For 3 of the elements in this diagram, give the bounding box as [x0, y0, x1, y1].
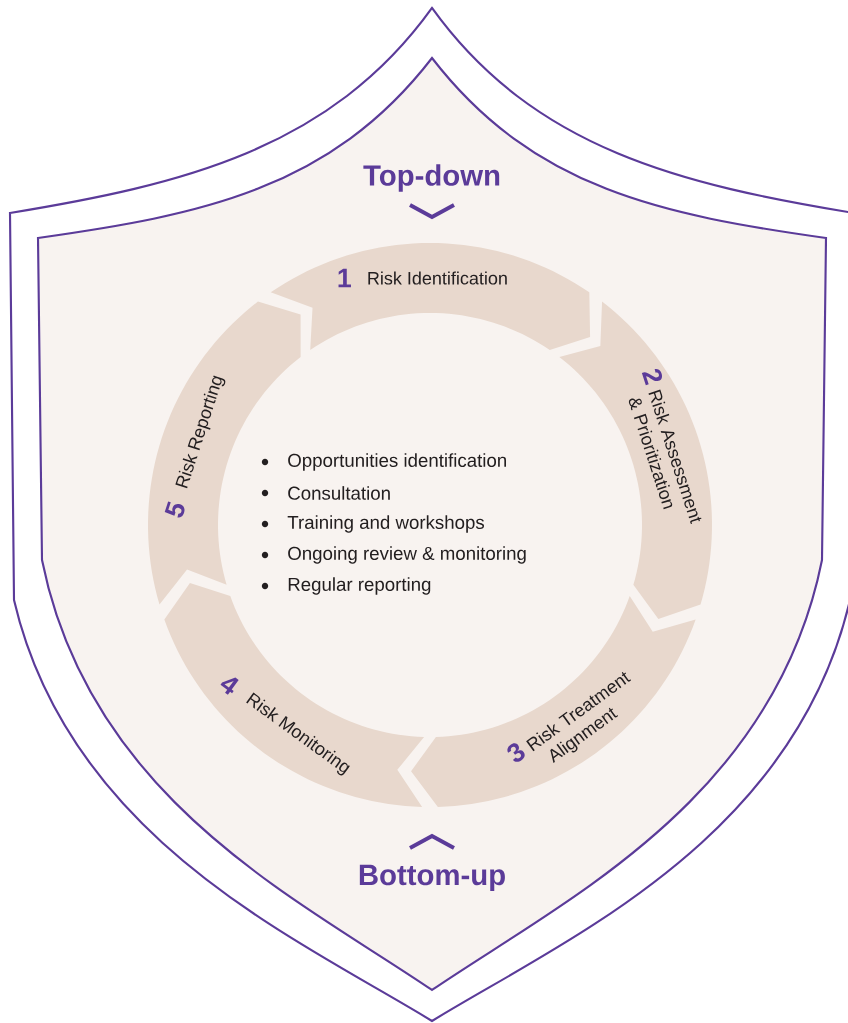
process-segment: 1 Risk Identification — [270, 243, 591, 351]
heading: Top-down — [363, 164, 500, 192]
heading: Bottom-up — [359, 864, 505, 892]
